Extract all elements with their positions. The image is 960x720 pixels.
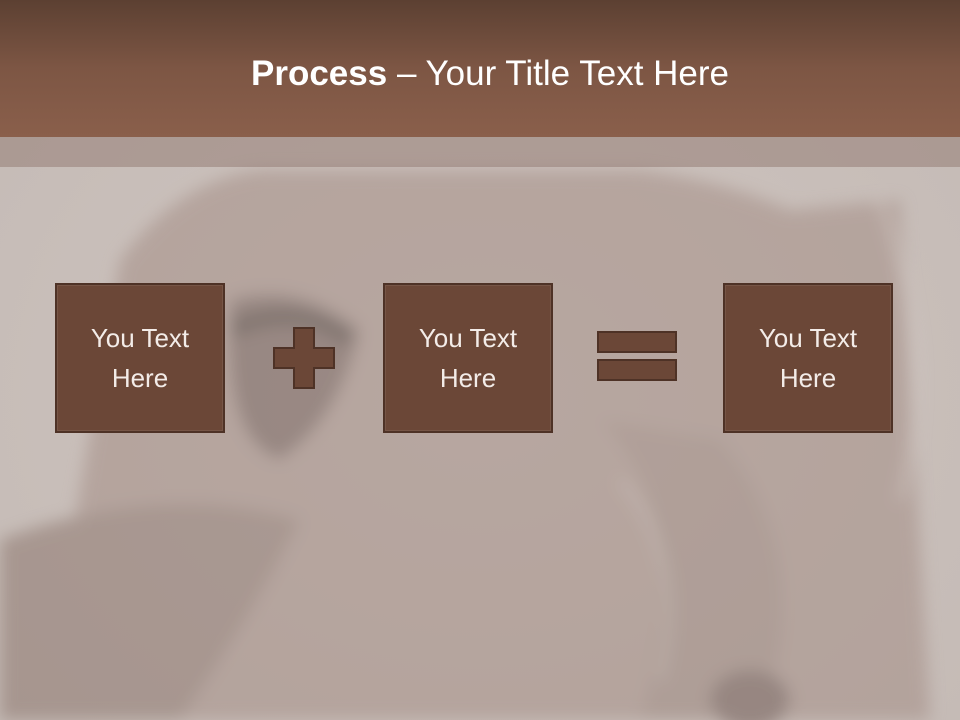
process-box-1[interactable]: You Text Here [55,283,225,433]
equals-icon [597,331,677,381]
process-box-1-text: You Text Here [90,323,190,393]
process-box-2[interactable]: You Text Here [383,283,553,433]
title-strip [0,137,960,167]
title-bold: Process [251,54,388,93]
plus-icon [273,327,335,389]
title-bar [0,0,960,137]
process-box-2-text: You Text Here [418,323,518,393]
process-box-3[interactable]: You Text Here [723,283,893,433]
title-rest: – Your Title Text Here [387,54,729,93]
process-box-3-text: You Text Here [758,323,858,393]
slide-title[interactable]: Process – Your Title Text Here [0,52,960,96]
